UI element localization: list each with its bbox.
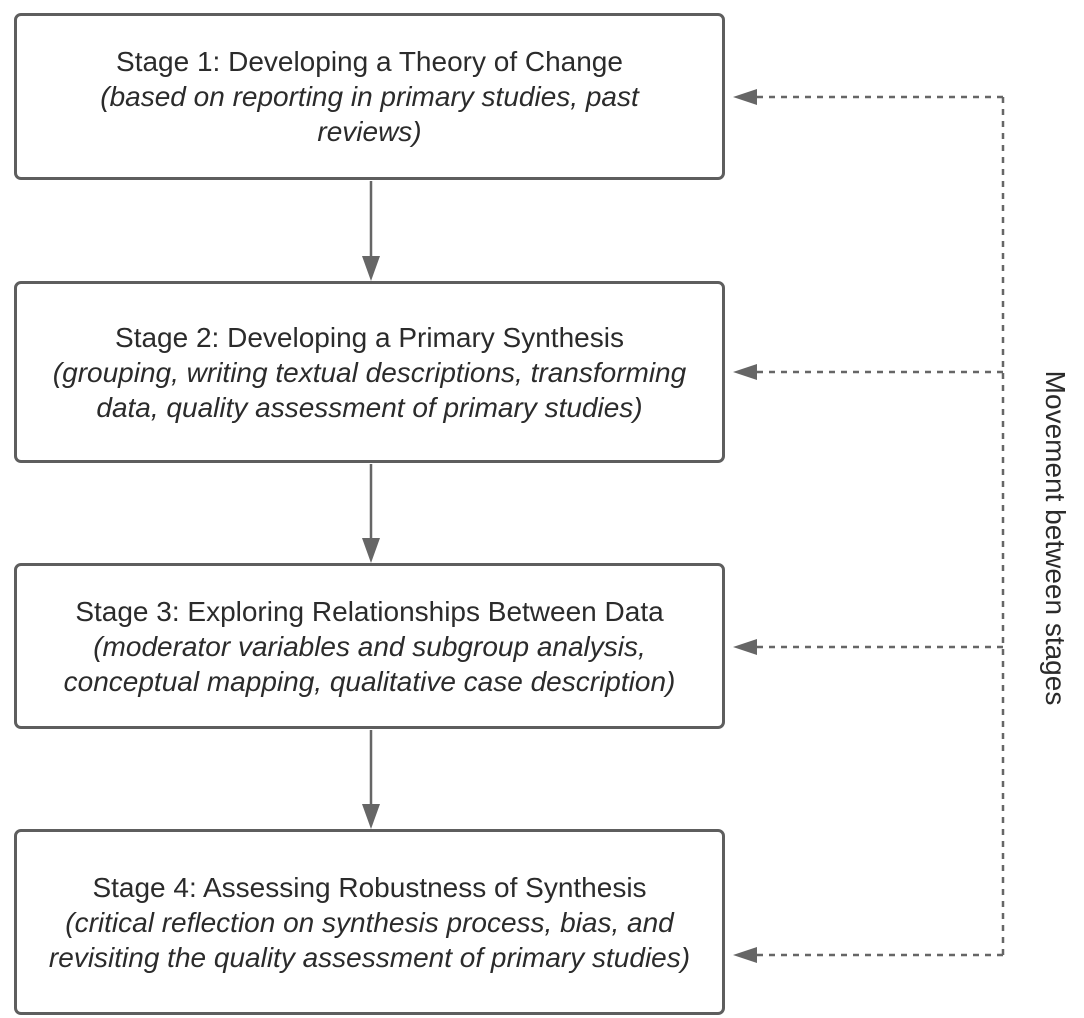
stage-3-description: (moderator variables and subgroup analys… — [63, 630, 676, 697]
stage-1-box: Stage 1: Developing a Theory of Change (… — [14, 13, 725, 180]
flow-arrow-3-to-4 — [362, 730, 380, 829]
stage-4-description: (critical reflection on synthesis proces… — [48, 906, 691, 973]
feedback-arrowhead-stage-3 — [733, 639, 757, 655]
stage-4-box: Stage 4: Assessing Robustness of Synthes… — [14, 829, 725, 1015]
feedback-arrowhead-stage-2 — [733, 364, 757, 380]
feedback-label: Movement between stages — [1040, 370, 1071, 706]
stage-1-title: Stage 1: Developing a Theory of Change — [116, 46, 623, 77]
feedback-arrowhead-stage-1 — [733, 89, 757, 105]
stage-1-description: (based on reporting in primary studies, … — [100, 81, 639, 147]
feedback-arrowheads — [733, 89, 757, 963]
feedback-loop — [752, 95, 1005, 957]
stage-3-title: Stage 3: Exploring Relationships Between… — [75, 595, 664, 627]
flow-arrow-1-to-2 — [362, 181, 380, 281]
stage-2-box: Stage 2: Developing a Primary Synthesis … — [14, 281, 725, 463]
stage-2-title: Stage 2: Developing a Primary Synthesis — [115, 321, 624, 353]
feedback-arrowhead-stage-4 — [733, 947, 757, 963]
flow-arrow-2-to-3 — [362, 464, 380, 563]
stage-2-description: (grouping, writing textual descriptions,… — [52, 356, 687, 423]
stage-4-title: Stage 4: Assessing Robustness of Synthes… — [92, 871, 647, 903]
stage-3-box: Stage 3: Exploring Relationships Between… — [14, 563, 725, 729]
